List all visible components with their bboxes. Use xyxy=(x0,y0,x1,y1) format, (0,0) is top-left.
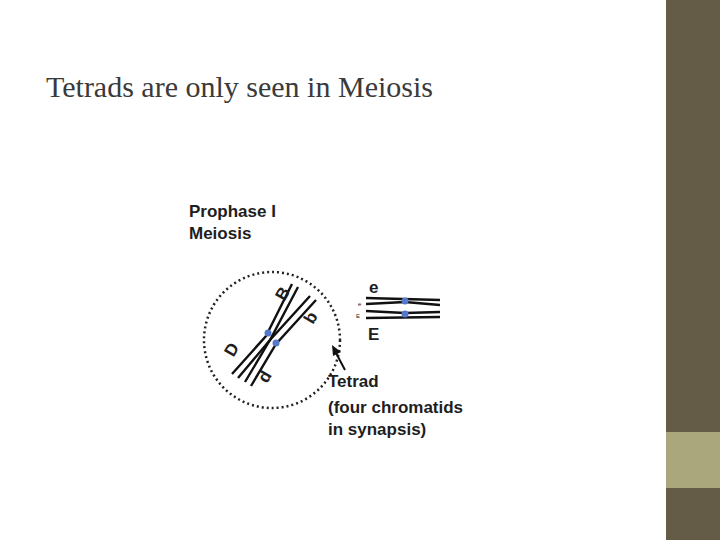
slide-title: Tetrads are only seen in Meiosis xyxy=(46,70,433,104)
small-allele-letter: E xyxy=(356,313,360,320)
tetrad-label: Tetrad xyxy=(328,371,379,393)
pointer-arrow xyxy=(332,345,345,370)
side-block xyxy=(666,432,720,488)
cell-outline xyxy=(204,272,340,408)
centromere-dot xyxy=(402,298,409,305)
allele-letter: E xyxy=(368,324,379,346)
crossing-chromosomes xyxy=(232,284,316,386)
small-allele-letter: e xyxy=(358,301,361,308)
allele-letter: e xyxy=(369,277,378,299)
allele-letter: d xyxy=(253,367,277,387)
tetrad-description: (four chromatids in synapsis) xyxy=(328,397,478,441)
centromere-dot xyxy=(265,330,272,337)
allele-letter: b xyxy=(299,308,323,328)
side-band xyxy=(666,0,720,540)
allele-letter: D xyxy=(220,339,245,361)
centromere-dot xyxy=(402,311,409,318)
stage-label: Prophase I Meiosis xyxy=(189,201,289,245)
paired-chromosomes xyxy=(366,298,440,318)
centromere-dot xyxy=(273,340,280,347)
